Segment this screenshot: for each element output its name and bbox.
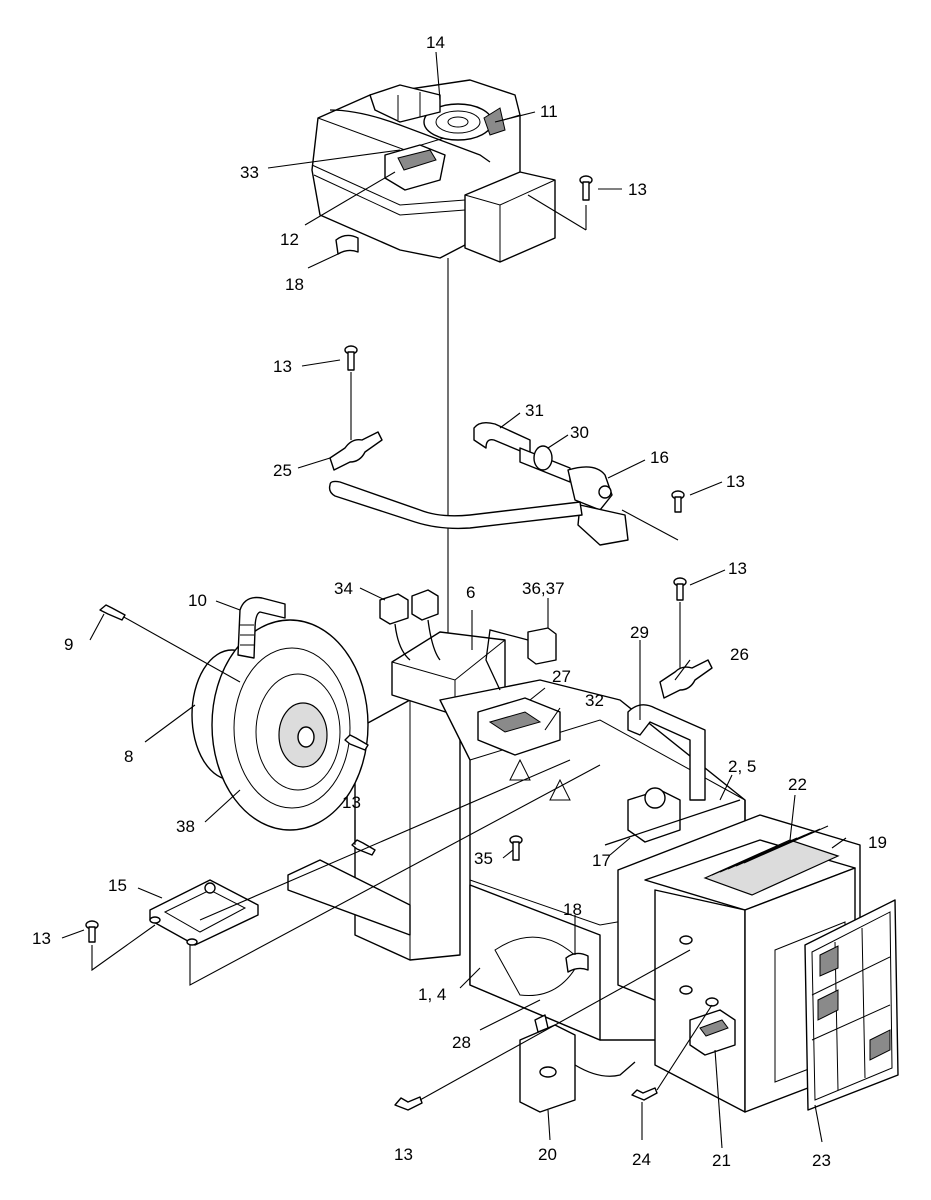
label-2-5: 2, 5 bbox=[728, 757, 756, 776]
label-27: 27 bbox=[552, 667, 571, 686]
screw-13-right-a bbox=[621, 490, 685, 541]
label-9: 9 bbox=[64, 635, 73, 654]
label-12: 12 bbox=[280, 230, 299, 249]
label-20: 20 bbox=[538, 1145, 557, 1164]
label-13-bottom: 13 bbox=[394, 1145, 413, 1164]
label-31: 31 bbox=[525, 401, 544, 420]
label-21: 21 bbox=[712, 1151, 731, 1170]
filter-23 bbox=[804, 899, 899, 1111]
label-29: 29 bbox=[630, 623, 649, 642]
leader-lines bbox=[61, 51, 847, 1149]
connectors-34-36-37 bbox=[379, 589, 557, 691]
screw-13-left-center bbox=[344, 734, 376, 856]
label-11: 11 bbox=[540, 102, 558, 121]
label-26: 26 bbox=[730, 645, 749, 664]
label-13-right: 13 bbox=[728, 559, 747, 578]
blower-fan-assembly bbox=[99, 596, 369, 831]
label-18-upper: 18 bbox=[285, 275, 304, 294]
screw-13-right-b bbox=[673, 577, 687, 680]
screw-13-bottom bbox=[394, 949, 691, 1111]
label-32: 32 bbox=[585, 691, 604, 710]
screw-35 bbox=[509, 835, 523, 861]
label-13-left: 13 bbox=[342, 793, 361, 812]
label-13-valve: 13 bbox=[726, 472, 745, 491]
label-8: 8 bbox=[124, 747, 133, 766]
label-28: 28 bbox=[452, 1033, 471, 1052]
label-14: 14 bbox=[426, 33, 445, 52]
label-34: 34 bbox=[334, 579, 353, 598]
upper-housing-assembly bbox=[311, 79, 556, 263]
label-13-upper: 13 bbox=[628, 180, 647, 199]
part-labels: 14 11 33 13 12 18 13 31 30 16 13 25 13 1… bbox=[32, 33, 887, 1170]
label-10: 10 bbox=[188, 591, 207, 610]
label-6: 6 bbox=[466, 583, 475, 602]
screw-13-upper bbox=[579, 175, 593, 230]
label-35: 35 bbox=[474, 849, 493, 868]
clamp-26 bbox=[659, 659, 713, 699]
label-24: 24 bbox=[632, 1150, 651, 1169]
label-38: 38 bbox=[176, 817, 195, 836]
label-13-bracket: 13 bbox=[32, 929, 51, 948]
label-33: 33 bbox=[240, 163, 259, 182]
label-17: 17 bbox=[592, 851, 611, 870]
label-36-37: 36,37 bbox=[522, 579, 565, 598]
label-23: 23 bbox=[812, 1151, 831, 1170]
bracket-20 bbox=[519, 1014, 636, 1113]
label-18-lower: 18 bbox=[563, 900, 582, 919]
label-15: 15 bbox=[108, 876, 127, 895]
label-13-clamp: 13 bbox=[273, 357, 292, 376]
label-30: 30 bbox=[570, 423, 589, 442]
clamp-25 bbox=[329, 345, 383, 471]
bracket-15 bbox=[85, 759, 601, 986]
main-heater-case bbox=[287, 631, 746, 1041]
screw-24 bbox=[631, 1004, 713, 1101]
heater-hose-assembly bbox=[328, 421, 629, 546]
assembly-line-duct bbox=[527, 194, 587, 231]
label-1-4: 1, 4 bbox=[418, 985, 446, 1004]
label-22: 22 bbox=[788, 775, 807, 794]
label-16: 16 bbox=[650, 448, 669, 467]
label-25: 25 bbox=[273, 461, 292, 480]
clip-18-lower bbox=[565, 952, 589, 973]
label-19: 19 bbox=[868, 833, 887, 852]
